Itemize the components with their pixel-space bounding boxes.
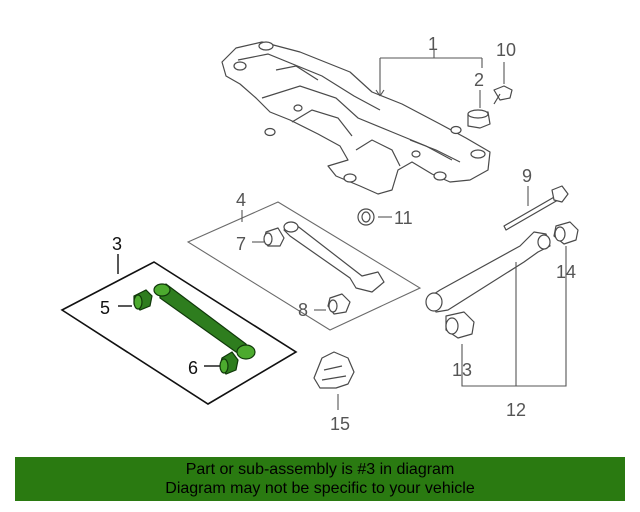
long-bolt-part-9 <box>503 185 569 231</box>
bushing-part-7 <box>263 227 285 247</box>
callout-12: 12 <box>506 400 526 420</box>
callout-7: 7 <box>236 234 246 254</box>
notice-banner: Part or sub-assembly is #3 in diagram Di… <box>15 457 625 501</box>
callout-labels: 1 2 10 11 4 7 8 9 14 13 12 15 3 5 6 <box>100 34 576 434</box>
rear-arm-part-12 <box>425 231 551 313</box>
callout-8: 8 <box>298 300 308 320</box>
callout-1: 1 <box>428 34 438 54</box>
notice-line-2: Diagram may not be specific to your vehi… <box>165 480 475 497</box>
bushing-part-8 <box>327 293 351 315</box>
notice-line-1: Part or sub-assembly is #3 in diagram <box>185 461 455 478</box>
bushing-part-13 <box>445 311 475 339</box>
callout-14: 14 <box>556 262 576 282</box>
callout-11: 11 <box>394 208 413 228</box>
lateral-link-part-4 <box>283 221 385 293</box>
callout-2: 2 <box>474 70 484 90</box>
callout-5: 5 <box>100 298 110 318</box>
trailing-arm-part-3 <box>153 283 256 360</box>
parts-diagram: 1 2 10 11 4 7 8 9 14 13 12 15 3 5 6 <box>60 34 579 434</box>
callout-4: 4 <box>236 190 246 210</box>
bracket-part-15 <box>313 351 355 389</box>
bushing-part-14 <box>553 221 579 245</box>
mount-bushing-part-2 <box>467 109 491 129</box>
crossmember-part-1 <box>221 41 491 195</box>
callout-6: 6 <box>188 358 198 378</box>
group-box-4 <box>186 201 422 331</box>
callout-3: 3 <box>112 234 122 254</box>
group-box-3 <box>60 261 298 405</box>
callout-15: 15 <box>330 414 350 434</box>
callout-13: 13 <box>452 360 472 380</box>
bushing-part-5 <box>133 289 153 311</box>
callout-10: 10 <box>496 40 516 60</box>
bolt-part-10 <box>493 85 513 105</box>
washer-part-11 <box>357 208 375 226</box>
callout-9: 9 <box>522 166 532 186</box>
leader-lines <box>117 50 567 410</box>
